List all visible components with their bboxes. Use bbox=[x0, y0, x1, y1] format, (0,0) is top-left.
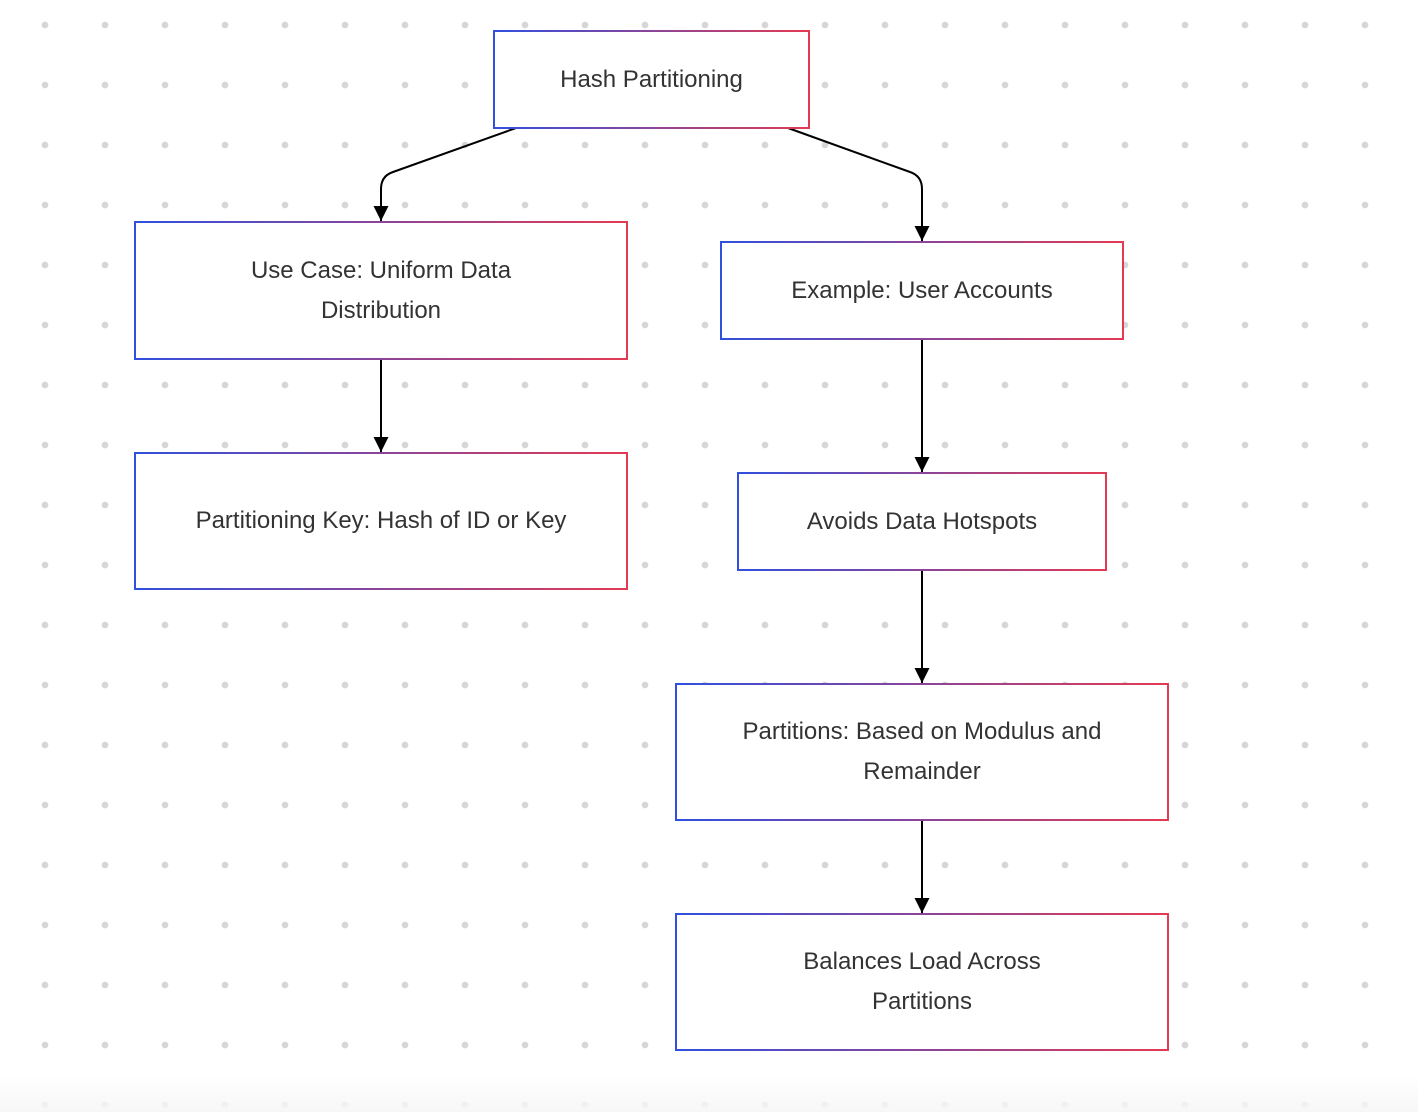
node-partitions[interactable]: Partitions: Based on Modulus and Remaind… bbox=[675, 683, 1169, 821]
node-use-case[interactable]: Use Case: Uniform Data Distribution bbox=[134, 221, 628, 360]
node-hash-partitioning[interactable]: Hash Partitioning bbox=[493, 30, 810, 129]
node-label: Avoids Data Hotspots bbox=[806, 507, 1038, 535]
node-label: Partitions: Based on Modulus and Remaind… bbox=[742, 718, 1102, 785]
node-label: Example: User Accounts bbox=[791, 276, 1053, 304]
node-balances-load[interactable]: Balances Load Across Partitions bbox=[675, 913, 1169, 1051]
node-label: Balances Load Across Partitions bbox=[803, 948, 1041, 1015]
node-label: Use Case: Uniform Data Distribution bbox=[250, 256, 512, 324]
node-avoids-hotspots[interactable]: Avoids Data Hotspots bbox=[737, 472, 1107, 571]
canvas-bottom-fade bbox=[0, 1076, 1418, 1112]
node-partitioning-key[interactable]: Partitioning Key: Hash of ID or Key bbox=[134, 452, 628, 590]
edge-hash-to-usecase bbox=[373, 127, 517, 221]
node-label: Hash Partitioning bbox=[560, 65, 743, 93]
edge-hash-to-example bbox=[787, 127, 930, 241]
node-example[interactable]: Example: User Accounts bbox=[720, 241, 1124, 340]
node-label: Partitioning Key: Hash of ID or Key bbox=[195, 507, 567, 534]
